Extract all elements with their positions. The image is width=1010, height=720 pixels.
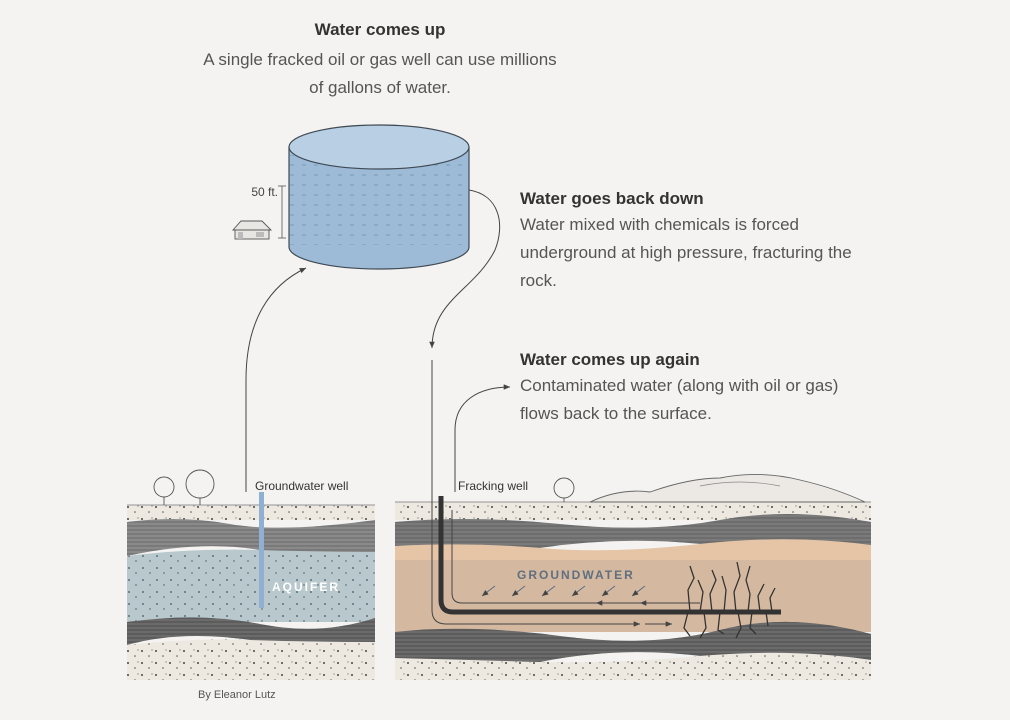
groundwater-well-label: Groundwater well	[255, 479, 348, 493]
fracking-well-pipe	[438, 496, 781, 615]
caption-water-comes-up: Water comes up A single fracked oil or g…	[200, 20, 560, 102]
arrow-water-up-again	[454, 384, 511, 492]
water-tank	[288, 124, 470, 270]
arrow-chemical-flow	[431, 360, 640, 627]
caption-text: Contaminated water (along with oil or ga…	[520, 376, 839, 423]
house-icon	[231, 220, 273, 240]
tree-icon	[153, 469, 215, 505]
arrow-water-down	[429, 189, 501, 349]
caption-heading: Water comes up	[314, 20, 446, 39]
caption-text: Water mixed with chemicals is forced und…	[520, 215, 852, 290]
height-indicator: 50 ft.	[251, 185, 286, 239]
seepage-arrows	[481, 585, 646, 597]
credit: By Eleanor Lutz	[198, 689, 276, 701]
fracking-cross-section	[395, 501, 871, 680]
tree-icon	[553, 477, 575, 502]
caption-water-goes-back-down: Water goes back down Water mixed with ch…	[520, 189, 880, 295]
groundwater-label: GROUNDWATER	[517, 568, 635, 582]
groundwater-well-pipe	[259, 492, 264, 608]
fracking-well-label: Fracking well	[458, 479, 528, 493]
caption-heading: Water goes back down	[520, 189, 704, 208]
aquifer-label: AQUIFER	[272, 580, 340, 594]
rock-fractures	[683, 561, 776, 639]
mountain-illustration	[589, 474, 866, 503]
arrow-water-up	[245, 267, 307, 492]
height-label: 50 ft.	[251, 185, 278, 199]
caption-heading: Water comes up again	[520, 350, 700, 369]
caption-text: A single fracked oil or gas well can use…	[203, 50, 557, 97]
return-flow-line	[451, 510, 700, 604]
groundwater-cross-section	[127, 504, 375, 680]
caption-water-comes-up-again: Water comes up again Contaminated water …	[520, 350, 880, 428]
